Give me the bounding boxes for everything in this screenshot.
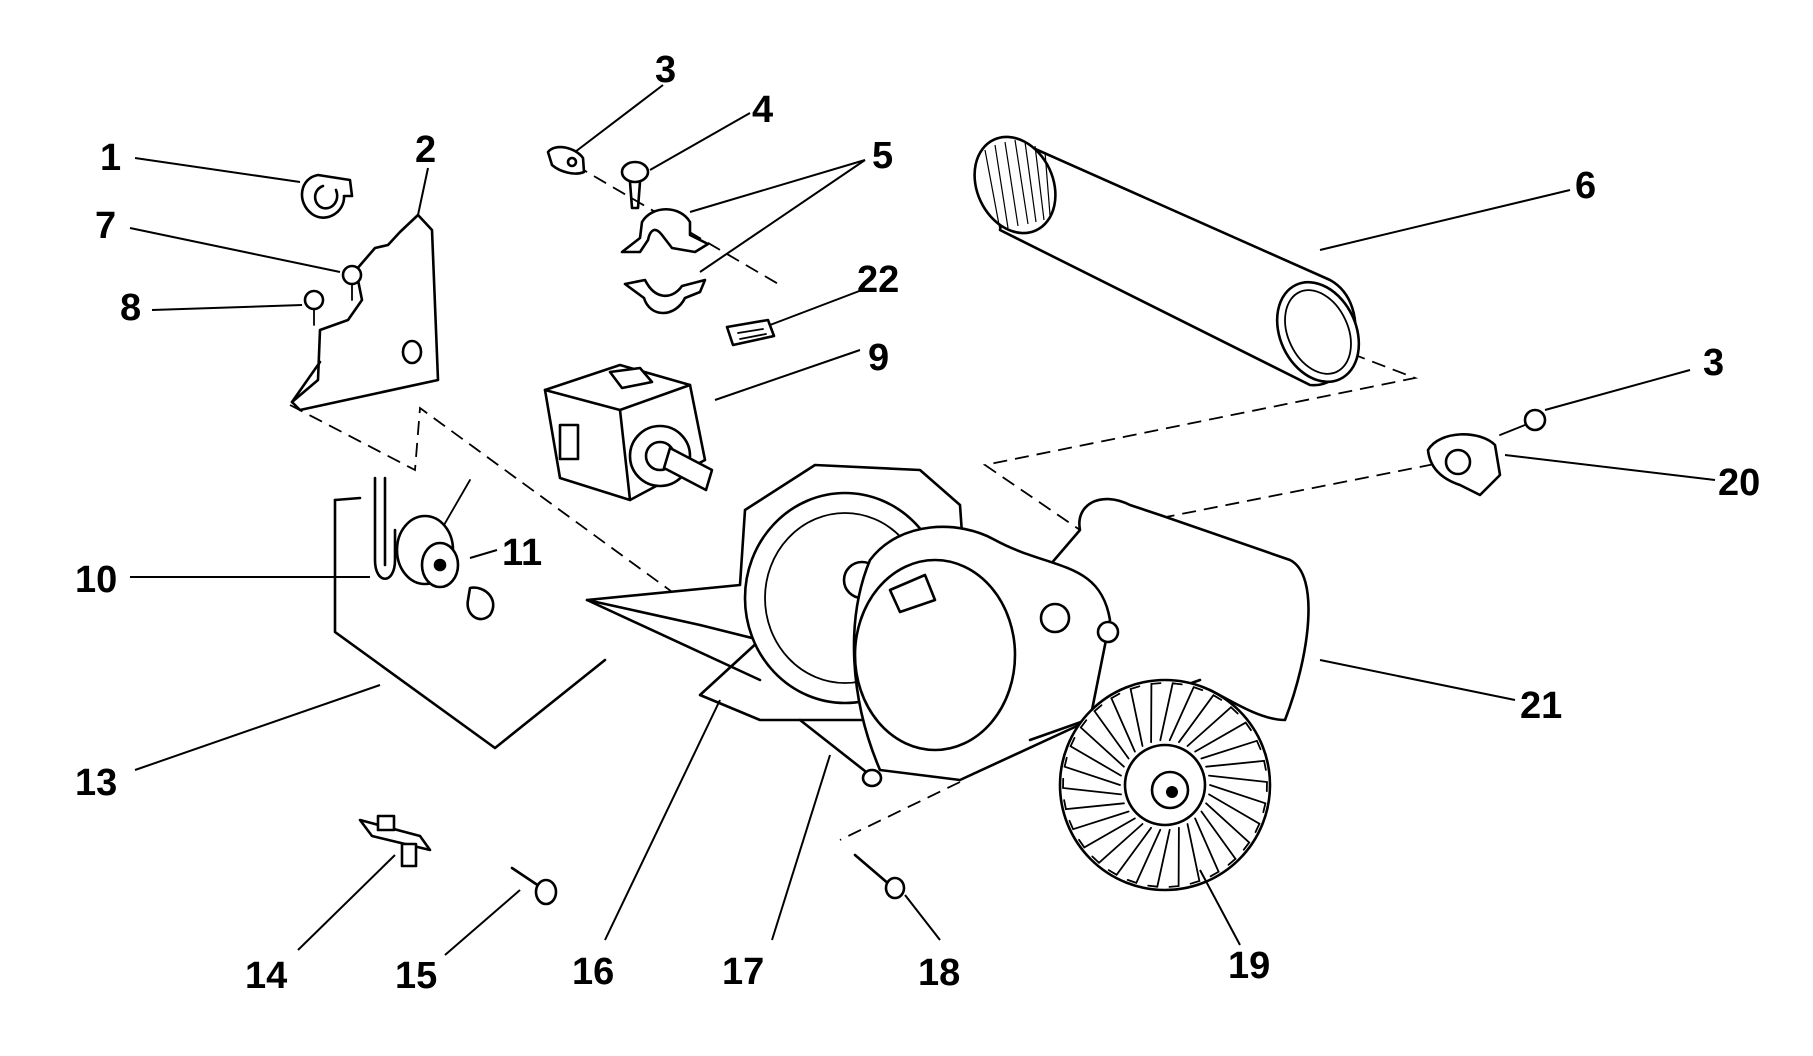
callout-14: 14 <box>245 955 287 997</box>
blower-fin <box>1150 682 1162 744</box>
part-18-screw <box>853 853 906 900</box>
part-4-screw <box>620 160 650 210</box>
leader-19 <box>1199 869 1241 946</box>
callout-3-top: 3 <box>655 49 676 91</box>
leader-11 <box>469 549 498 559</box>
leader-20 <box>1504 454 1716 481</box>
leader-15 <box>444 889 521 956</box>
part-15-screw <box>510 866 558 906</box>
blower-fin <box>1168 685 1204 742</box>
part-13-wire-frame <box>333 496 607 750</box>
blower-fin <box>1091 823 1144 865</box>
blower-fin <box>1194 721 1252 753</box>
part-6-duct <box>973 135 1361 387</box>
part-19-blower-wheel <box>1058 678 1272 892</box>
callout-16: 16 <box>572 951 614 993</box>
blower-fin <box>1205 759 1267 771</box>
leader-9 <box>714 349 861 401</box>
callout-18: 18 <box>918 952 960 994</box>
part-7-screw <box>341 264 363 301</box>
part-3-screw-right <box>1499 408 1547 436</box>
callout-1: 1 <box>100 137 121 179</box>
part-8-screw <box>303 289 325 326</box>
blower-fin <box>1147 828 1171 888</box>
leader-4 <box>649 112 751 171</box>
part-2-bracket <box>290 213 440 412</box>
callout-17: 17 <box>722 951 764 993</box>
leader-5b <box>699 159 866 273</box>
blower-fin <box>1186 823 1201 885</box>
part-5-clamps <box>620 208 710 315</box>
callout-13: 13 <box>75 762 117 804</box>
blower-fin <box>1126 828 1162 885</box>
leader-14 <box>297 854 396 951</box>
blower-fin <box>1208 774 1268 793</box>
callout-9: 9 <box>868 337 889 379</box>
callout-labels: 1 2 3 4 5 6 7 8 22 9 3 20 11 10 21 13 14… <box>75 49 1760 997</box>
part-3-clip-top <box>546 145 586 175</box>
blower-fin <box>1110 692 1136 753</box>
callout-10: 10 <box>75 559 117 601</box>
callout-6: 6 <box>1575 165 1596 207</box>
leader-21 <box>1319 659 1516 701</box>
leader-lines <box>129 84 1716 956</box>
leader-3a <box>574 84 664 153</box>
leader-8 <box>151 304 303 311</box>
leader-1 <box>134 157 301 183</box>
blower-fin <box>1194 817 1220 878</box>
blower-fin <box>1107 826 1152 876</box>
part-17-long-screw <box>798 718 883 788</box>
blower-fin <box>1069 737 1122 777</box>
blower-fin <box>1178 694 1223 744</box>
blower-fin <box>1063 799 1125 811</box>
leader-5a <box>689 159 866 213</box>
blower-fin <box>1209 784 1267 814</box>
callout-20: 20 <box>1718 462 1760 504</box>
blower-fin <box>1186 705 1239 747</box>
leader-7 <box>129 227 341 273</box>
leader-22 <box>769 289 863 326</box>
callout-2: 2 <box>415 129 436 171</box>
leader-2 <box>417 167 429 216</box>
blower-fin <box>1129 685 1144 747</box>
part-22-connector <box>725 318 776 347</box>
callout-19: 19 <box>1228 945 1270 987</box>
leader-6 <box>1319 189 1571 251</box>
blower-fin <box>1205 802 1251 851</box>
callout-7: 7 <box>95 205 116 247</box>
blower-fin <box>1079 719 1125 768</box>
leader-13 <box>134 684 381 771</box>
callout-4: 4 <box>752 89 773 131</box>
blower-fin <box>1200 810 1237 866</box>
part-1-wire-clip <box>300 173 354 219</box>
part-21-blower-housing-front <box>852 497 1310 782</box>
part-11-thermostat <box>395 514 495 621</box>
callout-21: 21 <box>1520 685 1562 727</box>
callout-5: 5 <box>872 135 893 177</box>
blower-fin <box>1063 756 1121 786</box>
blower-fin <box>1068 810 1130 831</box>
callout-3-right: 3 <box>1703 342 1724 384</box>
part-9-timer <box>543 363 714 502</box>
callout-15: 15 <box>395 955 437 997</box>
callout-8: 8 <box>120 287 141 329</box>
blower-fin <box>1159 682 1183 742</box>
callout-11: 11 <box>502 532 542 574</box>
leader-3b <box>1544 369 1691 411</box>
blower-fin <box>1078 817 1136 849</box>
blower-fin <box>1062 777 1122 796</box>
leader-17 <box>771 754 831 941</box>
part-20-bearing-bracket <box>1426 433 1502 497</box>
leader-18 <box>904 894 941 941</box>
part-14-switch <box>358 814 432 868</box>
blower-fin <box>1200 739 1262 760</box>
blower-fin <box>1093 704 1130 760</box>
callout-22: 22 <box>857 259 899 301</box>
blower-fin <box>1208 793 1261 833</box>
leader-16 <box>604 699 721 941</box>
blower-fin <box>1168 826 1180 888</box>
